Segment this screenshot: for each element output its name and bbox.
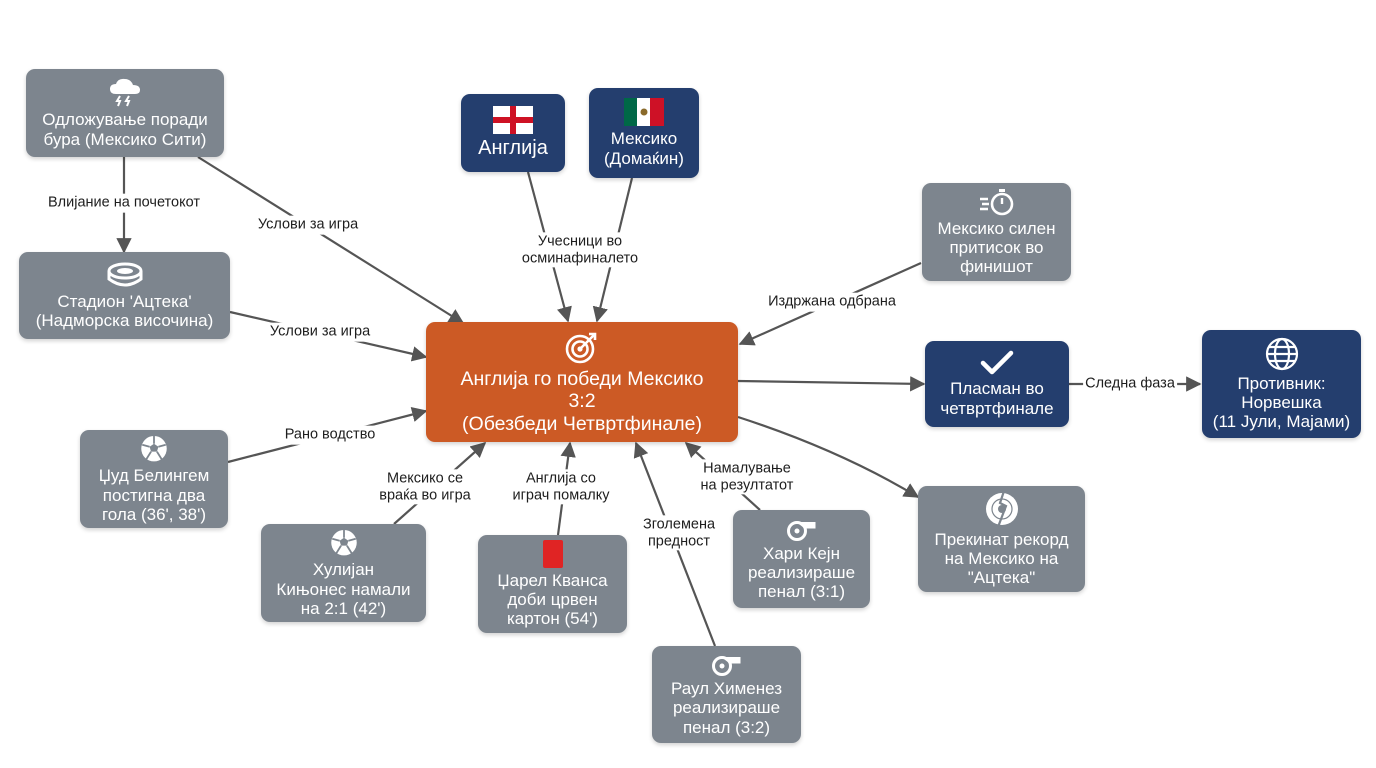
kane-node[interactable]: Хари Кејн реализираше пенал (3:1) [733, 510, 870, 608]
edge-label-quinones-central: Мексико се враќа во игра [377, 469, 473, 505]
quarterfinal-label: Пласман во четвртфинале [940, 379, 1054, 418]
edge-label-stadium-central: Услови за игра [267, 322, 373, 342]
record-node[interactable]: Прекинат рекорд на Мексико на "Ацтека" [918, 486, 1085, 592]
stadium-icon [107, 262, 142, 287]
edge-label-pressure-central: Издржана одбрана [766, 292, 898, 312]
england-flag-icon [493, 106, 533, 135]
edge-label-kane-central: Намалување на резултатот [698, 459, 796, 495]
central-node[interactable]: Англија го победи Мексико 3:2 (Обезбеди … [426, 322, 738, 442]
mexico-flag-icon [624, 98, 664, 127]
edge-label-storm-central: Услови за игра [255, 215, 361, 235]
edge-storm-central [197, 156, 465, 324]
stadium-label: Стадион 'Ацтека' (Надморска височина) [35, 291, 214, 330]
mexico-label: Мексико (Домаќин) [604, 129, 684, 168]
storm-label: Одложување поради бура (Мексико Сити) [42, 110, 208, 149]
checkmark-icon [980, 351, 1014, 375]
target-icon [565, 333, 597, 364]
whistle-icon [786, 520, 815, 541]
kane-label: Хари Кејн реализираше пенал (3:1) [747, 543, 856, 602]
edge-label-quarter-opponent: Следна фаза [1083, 374, 1177, 394]
edge-central-record [737, 415, 920, 498]
quansah-node[interactable]: Џарел Кванса доби црвен картон (54') [478, 535, 627, 633]
opponent-label: Противник: Норвешка (11 Јули, Мајами) [1212, 373, 1351, 432]
soccer-ball-icon [330, 529, 357, 556]
edge-label-participants: Учесници во осминафиналето [519, 232, 641, 268]
pressure-node[interactable]: Мексико силен притисок во финишот [922, 183, 1071, 281]
mexico-node[interactable]: Мексико (Домаќин) [589, 88, 699, 178]
storm-cloud-icon [110, 79, 140, 107]
england-label: Англија [478, 137, 548, 160]
storm-node[interactable]: Одложување поради бура (Мексико Сити) [26, 69, 224, 157]
central-label: Англија го победи Мексико 3:2 (Обезбеди … [460, 368, 704, 435]
quinones-label: Хулијан Кињонес намали на 2:1 (42') [276, 560, 411, 618]
red-card-icon [542, 539, 563, 568]
bellingham-label: Џуд Белингем постигна два гола (36', 38'… [98, 466, 210, 524]
edge-label-bellingham-central: Рано водство [282, 425, 378, 445]
quinones-node[interactable]: Хулијан Кињонес намали на 2:1 (42') [261, 524, 426, 622]
soccer-ball-icon [141, 435, 167, 462]
stopwatch-icon [979, 188, 1013, 215]
quansah-label: Џарел Кванса доби црвен картон (54') [497, 570, 608, 629]
globe-icon [1265, 337, 1298, 370]
broken-record-icon [985, 490, 1018, 527]
edge-central-quarterfinal [737, 376, 926, 392]
edge-label-quansah-central: Англија со играч помалку [510, 469, 612, 505]
whistle-icon [711, 656, 740, 677]
quarterfinal-node[interactable]: Пласман во четвртфинале [925, 341, 1069, 427]
edge-label-storm-stadium: Влијание на почетокот [46, 193, 202, 213]
stadium-node[interactable]: Стадион 'Ацтека' (Надморска височина) [19, 252, 230, 339]
jimenez-label: Раул Хименез реализираше пенал (3:2) [670, 679, 783, 737]
england-node[interactable]: Англија [461, 94, 565, 172]
record-label: Прекинат рекорд на Мексико на "Ацтека" [934, 529, 1069, 588]
jimenez-node[interactable]: Раул Хименез реализираше пенал (3:2) [652, 646, 801, 743]
pressure-label: Мексико силен притисок во финишот [937, 218, 1056, 277]
edge-label-jimenez-central: Зголемена предност [640, 515, 718, 551]
bellingham-node[interactable]: Џуд Белингем постигна два гола (36', 38'… [80, 430, 228, 528]
opponent-node[interactable]: Противник: Норвешка (11 Јули, Мајами) [1202, 330, 1361, 438]
